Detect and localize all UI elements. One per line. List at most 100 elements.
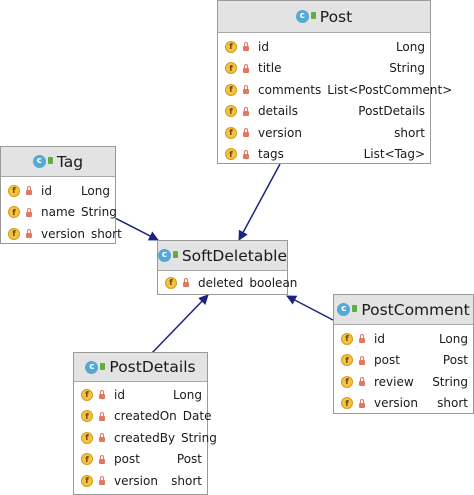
- field-row[interactable]: f details PostDetails: [225, 101, 425, 123]
- public-visibility-icon: [47, 157, 53, 164]
- field-type: short: [171, 473, 202, 488]
- lock-icon: [243, 149, 249, 159]
- field-type: boolean: [249, 275, 298, 290]
- lock-icon: [243, 106, 249, 116]
- class-tag-name: Tag: [56, 152, 84, 171]
- lock-icon: [26, 229, 32, 239]
- field-icon: f: [225, 83, 237, 96]
- field-row[interactable]: f tags List<Tag>: [225, 144, 425, 166]
- lock-icon: [26, 186, 32, 196]
- field-icon: f: [341, 397, 353, 410]
- field-type: PostDetails: [358, 104, 425, 119]
- field-row[interactable]: f id Long: [8, 180, 110, 202]
- class-icon: c: [32, 155, 53, 168]
- field-type: Long: [80, 183, 110, 198]
- field-icon: f: [8, 206, 20, 219]
- class-postdetails-header: c PostDetails: [74, 353, 207, 382]
- lock-icon: [99, 411, 105, 421]
- field-type: String: [432, 374, 468, 389]
- field-icon: f: [8, 184, 20, 197]
- field-icon: f: [341, 332, 353, 345]
- class-softdeletable-name: SoftDeletable: [181, 246, 287, 265]
- field-row[interactable]: f version short: [225, 122, 425, 144]
- lock-icon: [183, 278, 189, 288]
- field-type: Post: [442, 353, 468, 368]
- field-type: short: [90, 226, 122, 241]
- field-name: version: [114, 473, 158, 488]
- lock-icon: [359, 334, 365, 344]
- lock-icon: [99, 476, 105, 486]
- field-type: Long: [438, 331, 468, 346]
- class-icon: c: [158, 249, 178, 262]
- field-icon: f: [81, 453, 93, 466]
- field-type: Long: [395, 39, 425, 54]
- field-icon: f: [81, 410, 93, 423]
- field-type: List<PostComment>: [327, 82, 453, 97]
- field-icon: f: [225, 62, 237, 75]
- public-visibility-icon: [100, 362, 106, 370]
- field-row[interactable]: f createdBy String: [81, 427, 217, 449]
- lock-icon: [243, 63, 249, 73]
- field-type: Long: [172, 387, 202, 402]
- field-icon: f: [81, 431, 93, 444]
- arrow-postcomment-to-softdeletable: [286, 295, 334, 321]
- lock-icon: [359, 377, 365, 387]
- field-type: String: [389, 61, 425, 76]
- field-name: tags: [258, 147, 284, 162]
- field-name: id: [258, 39, 269, 54]
- field-type: Date: [182, 409, 212, 424]
- field-row[interactable]: f version short: [8, 223, 122, 245]
- field-type: short: [394, 125, 425, 140]
- field-icon: f: [225, 40, 237, 53]
- class-softdeletable-header: c SoftDeletable: [158, 241, 287, 271]
- field-name: createdBy: [114, 430, 176, 445]
- lock-icon: [243, 85, 249, 95]
- field-name: name: [41, 205, 76, 220]
- class-post-name: Post: [319, 7, 353, 26]
- class-postdetails-name: PostDetails: [109, 358, 196, 376]
- class-icon: c: [337, 303, 358, 316]
- field-icon: f: [225, 148, 237, 161]
- field-name: id: [41, 183, 52, 198]
- field-name: version: [258, 125, 302, 140]
- field-icon: f: [225, 126, 237, 139]
- field-row[interactable]: f id Long: [225, 36, 425, 58]
- field-icon: f: [8, 227, 20, 240]
- field-name: details: [258, 104, 298, 119]
- field-type: String: [181, 430, 217, 445]
- field-name: version: [41, 226, 85, 241]
- field-icon: f: [225, 105, 237, 118]
- class-postcomment-name: PostComment: [361, 300, 470, 319]
- arrow-post-to-softdeletable: [238, 163, 281, 241]
- lock-icon: [243, 128, 249, 138]
- public-visibility-icon: [310, 12, 316, 19]
- field-type: List<Tag>: [363, 147, 425, 162]
- field-type: short: [437, 396, 468, 411]
- field-icon: f: [341, 354, 353, 367]
- field-icon: f: [341, 375, 353, 388]
- lock-icon: [359, 398, 365, 408]
- lock-icon: [99, 390, 105, 400]
- arrow-postdetails-to-softdeletable: [149, 294, 209, 356]
- field-icon: f: [81, 388, 93, 401]
- field-name: deleted: [198, 275, 244, 290]
